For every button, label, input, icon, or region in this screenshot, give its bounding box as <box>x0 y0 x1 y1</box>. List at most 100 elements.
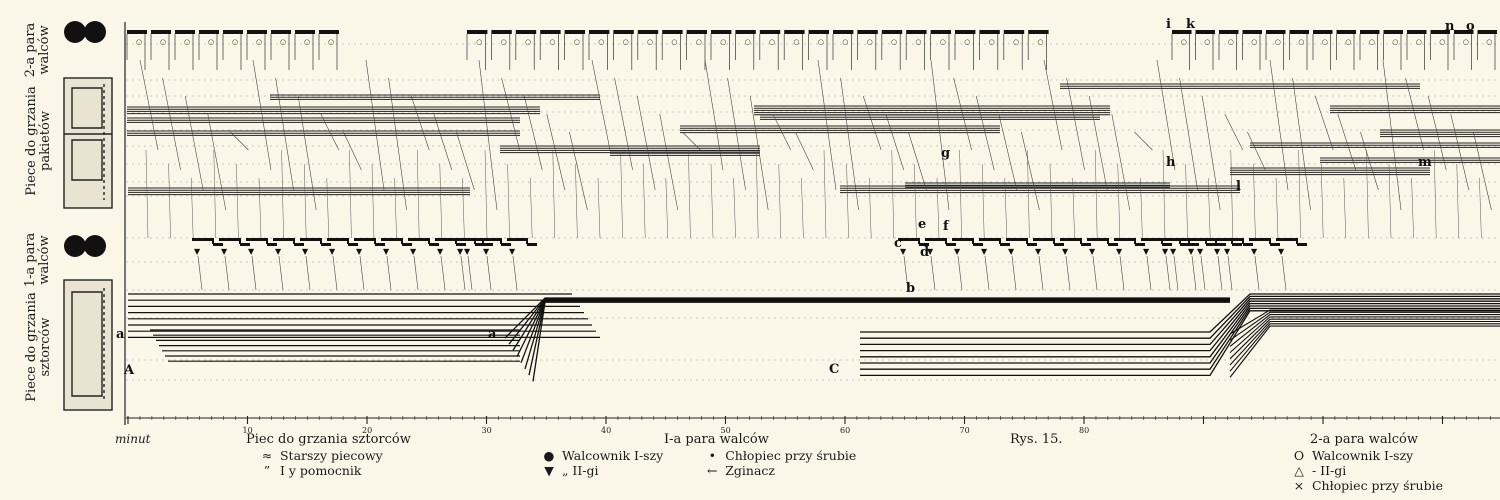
furnace-bar-line <box>517 300 1230 357</box>
pass-mark: ▼ <box>1116 247 1123 256</box>
rolling-pass-block <box>175 30 195 34</box>
connector-line <box>487 256 491 290</box>
legend-rolls2-title: 2-a para walców <box>1310 432 1443 447</box>
rolling-pass-block <box>1266 30 1286 34</box>
rolling-pass-block <box>857 30 877 34</box>
connector-line <box>1157 60 1175 170</box>
rolling-pass-block <box>429 243 439 246</box>
figure-title: Rys. 15. <box>1010 432 1063 447</box>
legend-rolls1-title: I-a para walców <box>664 432 940 447</box>
pass-mark: ▼ <box>464 247 471 256</box>
pass-mark: ▼ <box>302 247 309 256</box>
rolling-pass-block <box>1384 30 1404 34</box>
rolling-pass-block <box>321 243 331 246</box>
furnace-bar-line <box>509 299 1230 345</box>
pass-mark: ▼ <box>1008 247 1015 256</box>
pass-mark: ▼ <box>356 247 363 256</box>
connector-line <box>824 150 826 238</box>
connector-line <box>259 178 261 238</box>
rolling-pass-block <box>435 238 456 241</box>
connector-line <box>575 164 577 238</box>
marker-k: k <box>1186 17 1196 32</box>
marker-d: d <box>920 245 929 260</box>
rolling-pass-block <box>501 243 511 246</box>
rolling-pass-block <box>1054 243 1064 246</box>
connector-line <box>818 60 836 190</box>
connector-line <box>598 178 600 238</box>
furnace-bar-line <box>860 311 1500 376</box>
pass-mark: ▼ <box>221 247 228 256</box>
connector-line <box>688 150 690 238</box>
rolling-pass-block <box>1186 238 1206 241</box>
connector-line <box>225 256 229 290</box>
rolling-pass-block <box>481 238 501 241</box>
pass-mark: ○ <box>256 38 262 46</box>
rolling-pass-block <box>319 30 339 34</box>
rolling-pass-block <box>1180 243 1190 246</box>
rolling-pass-block <box>456 243 466 246</box>
connector-line <box>208 114 226 210</box>
rolling-pass-block <box>1243 30 1263 34</box>
connector-line <box>1166 256 1170 290</box>
pass-mark: ▼ <box>1224 247 1231 256</box>
rolling-pass-block <box>638 30 658 34</box>
pass-mark: ▼ <box>509 247 516 256</box>
connector-line <box>734 178 736 238</box>
pass-mark: ○ <box>1416 38 1422 46</box>
connector-line <box>1039 256 1043 290</box>
rolling-pass-block <box>1206 243 1216 246</box>
rolling-pass-block <box>784 30 804 34</box>
axis-unit-label: minut <box>115 432 151 446</box>
connector-line <box>530 178 532 238</box>
pass-mark: ○ <box>1204 38 1210 46</box>
connector-line <box>1180 78 1198 190</box>
rolling-pass-block <box>833 30 853 34</box>
rolling-pass-block <box>192 238 213 241</box>
rolling-pass-block <box>127 30 147 34</box>
connector-line <box>198 256 202 290</box>
rolling-pass-block <box>354 238 375 241</box>
rolling-pass-block <box>491 30 511 34</box>
rolling-pass-block <box>267 243 277 246</box>
rolling-pass-block <box>1216 243 1226 246</box>
legend-item: • Chłopiec przy śrubie <box>703 448 856 463</box>
pass-mark: ○ <box>304 38 310 46</box>
pass-mark: ○ <box>1322 38 1328 46</box>
pass-mark: ○ <box>1463 38 1469 46</box>
connector-line <box>615 78 633 170</box>
pass-mark: ▼ <box>437 247 444 256</box>
connector-line <box>1344 178 1346 238</box>
rolling-pass-block <box>882 30 902 34</box>
rolling-pass-block <box>1028 30 1048 34</box>
legend-symbol: × <box>1290 478 1308 493</box>
connector-line <box>1479 178 1481 238</box>
connector-line <box>282 150 284 238</box>
rolling-pass-block <box>1313 30 1333 34</box>
connector-line <box>1066 256 1070 290</box>
connector-line <box>1012 256 1016 290</box>
rolling-pass-block <box>1219 30 1239 34</box>
pass-mark: ○ <box>1228 38 1234 46</box>
pass-mark: ▼ <box>1197 247 1204 256</box>
connector-line <box>666 178 668 238</box>
connector-line <box>1225 114 1243 150</box>
pass-mark: ▼ <box>457 247 464 256</box>
connector-line <box>185 96 203 190</box>
furnace-bar-line <box>1230 324 1500 371</box>
connector-line <box>456 132 474 190</box>
marker-a-prime: a <box>488 327 497 342</box>
furnace-bar-line <box>860 304 1500 357</box>
pass-mark: ○ <box>232 38 238 46</box>
connector-line <box>1021 132 1039 210</box>
connector-line <box>485 150 487 238</box>
rolling-pass-block <box>1027 243 1037 246</box>
pass-mark: ○ <box>1275 38 1281 46</box>
pass-mark: ▼ <box>483 247 490 256</box>
connector-line <box>914 164 916 238</box>
connector-line <box>1201 256 1205 290</box>
rolling-pass-block <box>1478 30 1498 34</box>
row-label-rolls-2: 2-a para walców <box>24 15 54 85</box>
connector-line <box>191 178 193 238</box>
rolls-1-icon <box>64 235 106 257</box>
legend-rolls1: I-a para walców ● Walcownik I-szy ▼ „ II… <box>540 432 940 478</box>
